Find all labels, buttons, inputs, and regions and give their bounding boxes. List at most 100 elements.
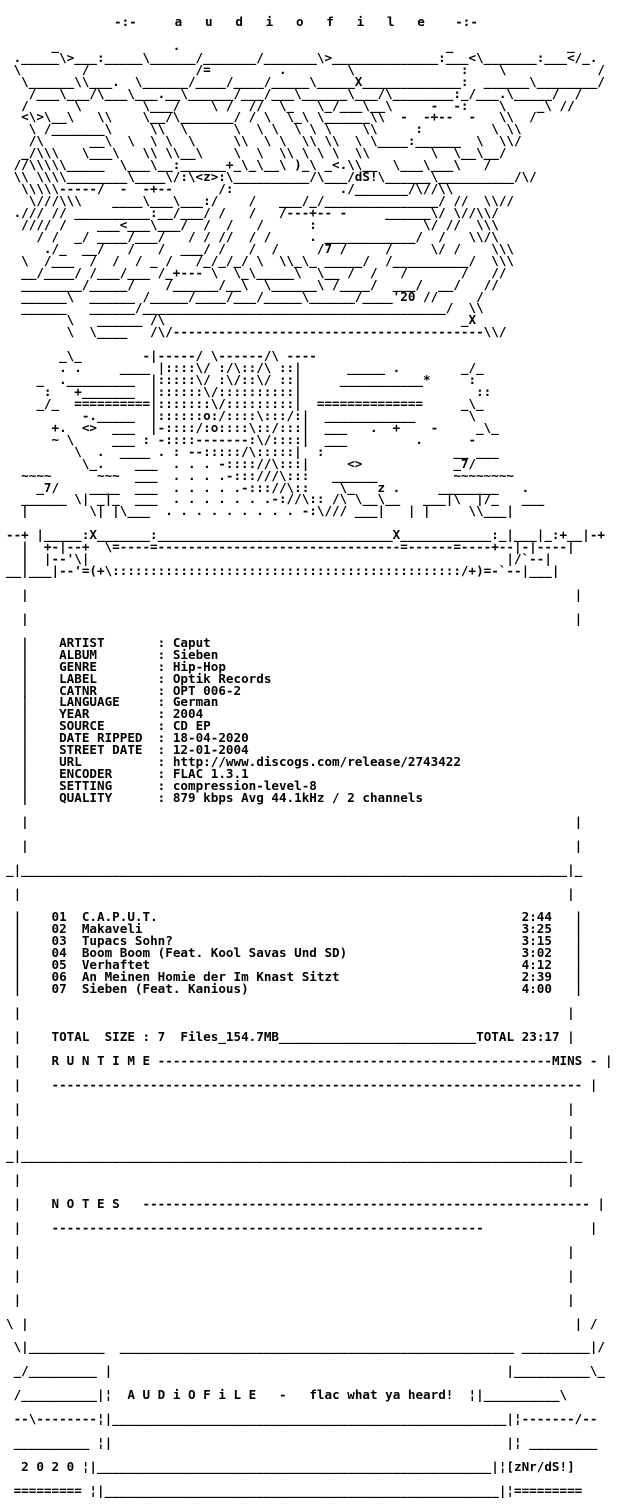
art-mid-line: _ ._________ |:::::\/ :\/::\/ ::| ______… [6, 372, 477, 388]
track-title: Boom Boom (Feat. Kool Savas Und SD) [81, 945, 348, 961]
notes-row: | N O T E S ----------------------------… [6, 1196, 606, 1212]
footer-year: 2 0 2 0 [21, 1458, 75, 1474]
art-top-line: ._____\>___:_____\______/_______/_______… [6, 49, 598, 65]
info-value: Sieben [172, 646, 219, 662]
art-top-line: ./// // __________:__/___/ / / /---+-- -… [6, 204, 499, 220]
info-label: YEAR [59, 706, 90, 722]
url-link[interactable]: http://www.discogs.com/release/2743422 [172, 754, 461, 770]
info-label: DATE RIPPED [59, 730, 143, 746]
footer-year-row: 2 0 2 0 ¦|______________________________… [21, 1458, 575, 1474]
box-border: \ | | / [6, 1315, 598, 1331]
total-size-label: TOTAL SIZE : [51, 1028, 151, 1044]
art-top-line: \ /___ / / / _ / /_/_/_/ \ \\_\_ _____/ … [6, 252, 514, 268]
art-mid-line: \ . ____ . : --:::::/\:::::| : __ ___ [6, 443, 499, 459]
info-value: compression-level-8 [172, 778, 317, 794]
info-row-label: | LABEL : Optik Records [6, 670, 272, 686]
ascii-art-scene: _\_ -|-----/ \------/\ ---- . . ____ |::… [6, 349, 618, 517]
tracklist: | 01 C.A.P.U.T. 2:44 | | 02 Makaveli 3:2… [6, 911, 618, 995]
info-value: Optik Records [172, 670, 272, 686]
art-top-line: \ / /= . \ : \ / [6, 61, 605, 77]
info-value: 12-01-2004 [172, 742, 249, 758]
box-border: | | [6, 1004, 575, 1020]
footer-frame: \|__________ ___________________________… [6, 1339, 605, 1355]
art-mid-line: ______ \| _|_ ___ . . . . . . .-://\:: /… [6, 491, 545, 507]
nfo-document: -:- a u d i o f i l e -:- _ . _ _ ._____… [6, 4, 618, 1509]
art-top-line: \ ______ /\ _X [6, 312, 477, 328]
footer-frame: --\--------¦|___________________________… [6, 1411, 598, 1427]
total-time-label: TOTAL [476, 1028, 515, 1044]
info-label: LABEL [59, 670, 97, 686]
footer-dash: - [278, 1387, 287, 1403]
info-row-genre: | GENRE : Hip-Hop [6, 658, 226, 674]
total-time: 23:17 [521, 1028, 560, 1044]
art-mid-line: -._____ |::::::o:/::::\:::/:| __________… [6, 407, 477, 423]
art-top-line: /___\___/\___\___.__\______/___/___\____… [6, 85, 583, 101]
info-row-street-date: | STREET DATE : 12-01-2004 [6, 742, 249, 758]
art-top-line: _ . _ _ [6, 37, 575, 53]
track-number: 04 [51, 945, 67, 961]
box-border: | | [6, 1291, 575, 1307]
info-value: OPT 006-2 [172, 682, 242, 698]
box-border: | | [6, 610, 583, 626]
art-top-line: ________/_____/ /______/__\ \______\ /__… [6, 276, 499, 292]
section-divider: _|______________________________________… [6, 861, 583, 877]
total-files: 7 Files_154.7MB [157, 1028, 279, 1044]
track-row: | 06 An Meinen Homie der Im Knast Sitzt … [6, 969, 583, 985]
info-row-date-ripped: | DATE RIPPED : 18-04-2020 [6, 730, 249, 746]
art-bar-line: | +-|--+ \=----=------------------------… [6, 539, 575, 555]
notes-line: | --------------------------------------… [6, 1219, 598, 1235]
info-label: SETTING [59, 778, 113, 794]
info-value: FLAC 1.3.1 [172, 766, 249, 782]
footer-frame: _/_________ | |__________\_ [6, 1363, 605, 1379]
art-bar-line: --+ |_____:X_______:____________________… [6, 527, 605, 543]
track-duration: 2:39 [521, 969, 552, 985]
info-value: 879 kbps Avg 44.1kHz / 2 channels [172, 789, 424, 805]
box-border: | --------------------------------------… [6, 1076, 598, 1092]
info-row-year: | YEAR : 2004 [6, 706, 204, 722]
box-border: | | [6, 1124, 575, 1140]
track-title: Makaveli [81, 921, 143, 937]
track-row: | 05 Verhaftet 4:12 | [6, 957, 583, 973]
box-border: | | [6, 1267, 575, 1283]
section-divider: _|______________________________________… [6, 1148, 583, 1164]
box-border: | | [6, 1243, 575, 1259]
footer-brand-row: /__________|¦ A U D i O F i L E - flac w… [6, 1387, 568, 1403]
info-value: Caput [172, 634, 211, 650]
art-top-line: /\ __\ \ \ \ \ \\ \ \ \\ \\ \ \____:____… [6, 133, 522, 149]
track-duration: 2:44 [521, 909, 552, 925]
art-bar-line: | |--'\| |/`--| [6, 551, 552, 567]
art-top-line: \ /_______\ \\ \ \ \ \ \ \ \ \\ : \ \\ [6, 121, 522, 137]
track-number: 06 [51, 969, 67, 985]
track-row: | 03 Tupacs Sohn? 3:15 | [6, 933, 583, 949]
info-value: German [172, 694, 219, 710]
info-row-setting: | SETTING : compression-level-8 [6, 778, 317, 794]
box-border: | | [6, 1100, 575, 1116]
footer-frame: ========= ¦|____________________________… [6, 1482, 583, 1498]
track-duration: 3:25 [521, 921, 552, 937]
track-row: | 04 Boom Boom (Feat. Kool Savas Und SD)… [6, 945, 583, 961]
art-mid-line: . . ____ |::::\/ :/\::/\ ::| _____ . _/_ [6, 360, 484, 376]
art-top-line: ./_ __/ / / ___/ / / / /7 / / \/ / \\\ [6, 240, 514, 256]
art-top-line: \\ \\\\________\____\/:\<z>:\__________/… [6, 169, 537, 185]
art-mid-line: \_. ___ . . . -:::://\:::| <> _7/ [6, 455, 477, 471]
totals-size-row: | TOTAL SIZE : 7 Files_154.7MB__________… [6, 1028, 575, 1044]
track-number: 05 [51, 957, 67, 973]
info-label: ARTIST [59, 634, 105, 650]
info-label: ALBUM [59, 646, 97, 662]
info-label: STREET DATE [59, 742, 143, 758]
track-title: Verhaftet [81, 957, 151, 973]
info-label: ENCODER [59, 766, 113, 782]
track-row: | 02 Makaveli 3:25 | [6, 921, 583, 937]
track-duration: 3:02 [521, 945, 552, 961]
info-row-encoder: | ENCODER : FLAC 1.3.1 [6, 766, 249, 782]
track-row: | 01 C.A.P.U.T. 2:44 | [6, 909, 583, 925]
release-info: | ARTIST : Caput | ALBUM : Sieben | GENR… [6, 634, 618, 805]
notes-label: N O T E S [51, 1196, 120, 1212]
info-row-url: | URL : http://www.discogs.com/release/2… [6, 754, 461, 770]
track-number: 01 [51, 909, 67, 925]
track-duration: 4:00 [521, 981, 552, 997]
track-title: Tupacs Sohn? [81, 933, 173, 949]
info-row-quality: | QUALITY : 879 kbps Avg 44.1kHz / 2 cha… [6, 789, 424, 805]
track-title: C.A.P.U.T. [81, 909, 158, 925]
track-number: 03 [51, 933, 67, 949]
